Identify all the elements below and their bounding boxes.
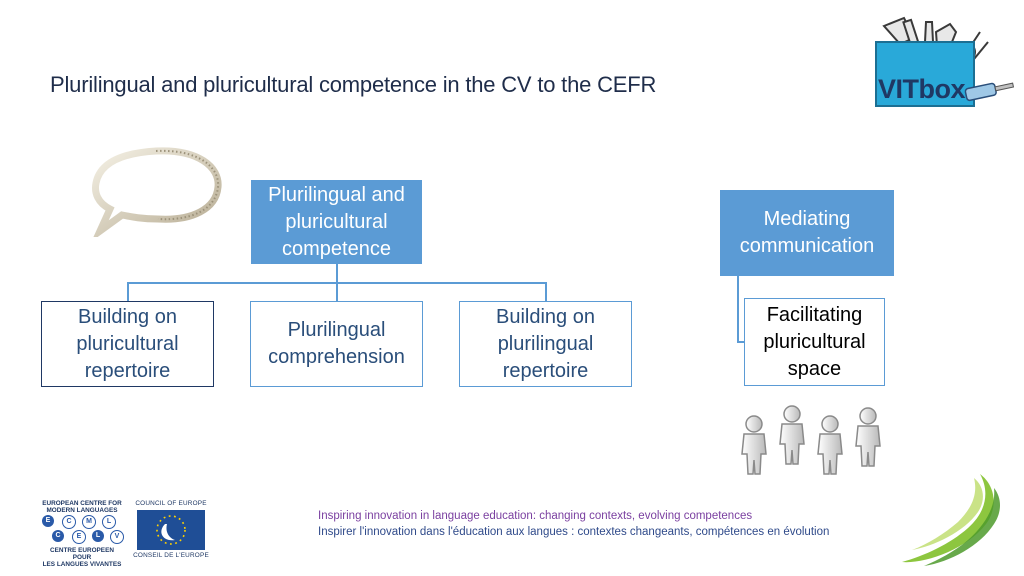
connector-middle [336, 282, 338, 301]
connector-right [545, 282, 547, 301]
people-graphic [736, 404, 896, 476]
connector-left [127, 282, 129, 301]
people-icon [741, 405, 881, 475]
connector-mediation-vertical [737, 276, 739, 342]
coe-emblem [137, 510, 205, 550]
toolbox-icon [875, 16, 1015, 107]
child-node-pluricultural-repertoire: Building on pluricultural repertoire [41, 301, 214, 387]
ecml-letter: L [92, 530, 104, 542]
vitbox-logo: VITbox [870, 12, 1016, 112]
green-swirl-graphic [894, 466, 1006, 570]
ecml-letter: C [52, 530, 64, 542]
ecml-letter: M [82, 515, 96, 529]
ecml-title-en: EUROPEAN CENTRE FOR MODERN LANGUAGES [42, 500, 122, 514]
coe-label-en: COUNCIL OF EUROPE [135, 500, 207, 507]
footer-line-english: Inspiring innovation in language educati… [318, 510, 753, 522]
speech-bubble-graphic [88, 145, 228, 242]
connector-root-stem [336, 264, 338, 283]
eu-stars-icon [156, 515, 186, 545]
ecml-letter: E [42, 515, 54, 527]
footer-line-french: Inspirer l'innovation dans l'éducation a… [318, 526, 830, 538]
mediation-root-node: Mediating communication [720, 190, 894, 276]
child-node-plurilingual-comprehension: Plurilingual comprehension [250, 301, 423, 387]
swirl-icon [902, 474, 1000, 566]
connector-mediation-horizontal [737, 341, 745, 343]
speech-bubble-icon [91, 147, 222, 242]
ecml-title-fr: CENTRE EUROPEEN POUR LES LANGUES VIVANTE… [42, 547, 122, 568]
ecml-letter: V [110, 530, 124, 544]
ecml-logo: EUROPEAN CENTRE FOR MODERN LANGUAGES E C… [40, 500, 124, 568]
mediation-child-node: Facilitating pluricultural space [744, 298, 885, 386]
coe-label-fr: CONSEIL DE L'EUROPE [133, 552, 209, 559]
slide-title: Plurilingual and pluricultural competenc… [50, 72, 657, 97]
vitbox-wordmark: VITbox [878, 74, 966, 104]
ecml-letter: L [102, 515, 116, 529]
council-of-europe-logo: COUNCIL OF EUROPE CONSEIL DE L'EUROPE [133, 500, 209, 562]
ecml-letter: E [72, 530, 86, 544]
ecml-letter-grid: E C M L C E L V [40, 515, 124, 545]
root-node-plurilingual-competence: Plurilingual and pluricultural competenc… [251, 180, 422, 264]
ecml-letter: C [62, 515, 76, 529]
child-node-plurilingual-repertoire: Building on plurilingual repertoire [459, 301, 632, 387]
